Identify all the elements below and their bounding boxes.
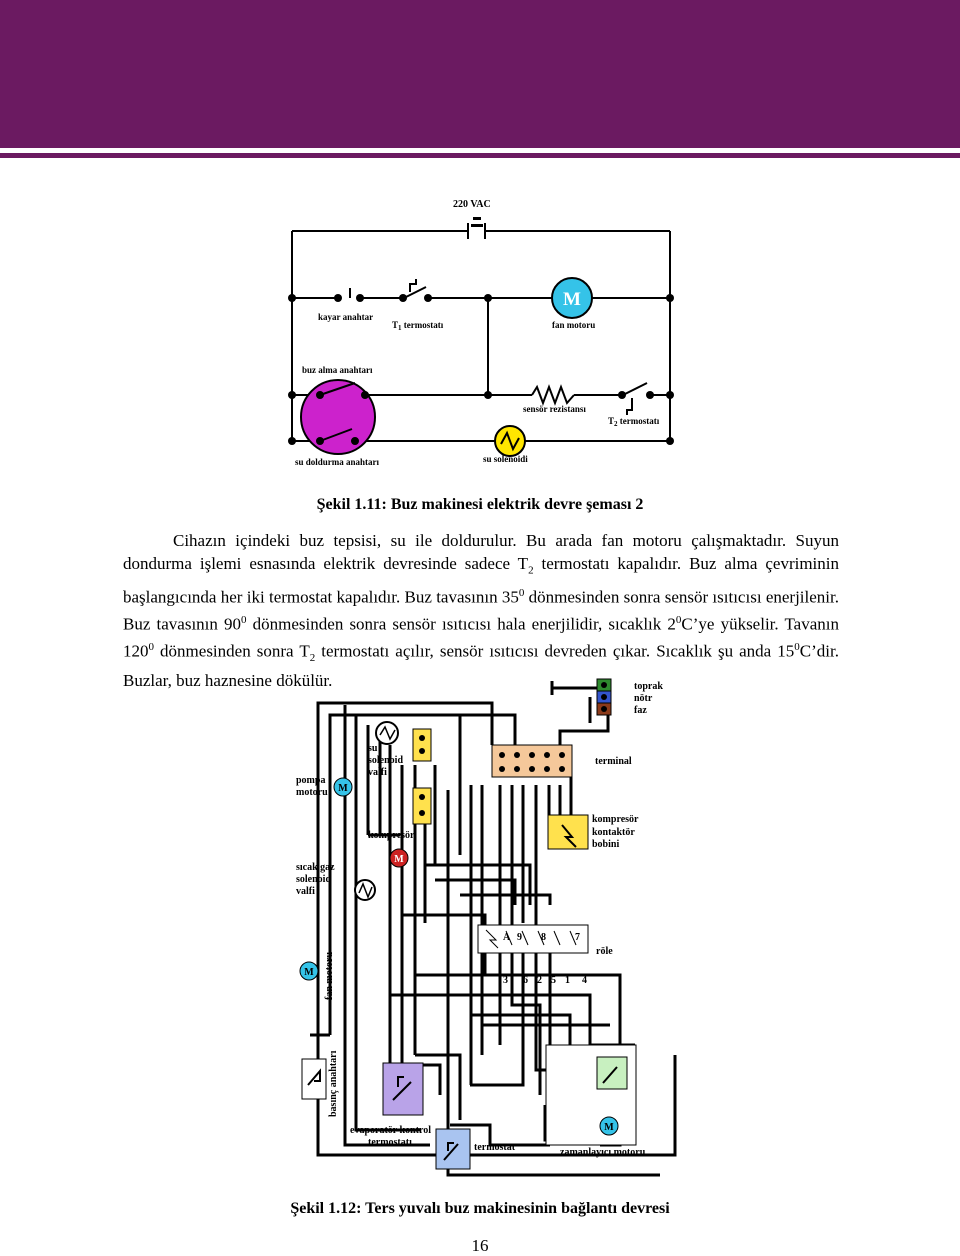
t1-label: T1 termostatı bbox=[392, 320, 444, 332]
sicak-label-1: sıcak gaz bbox=[296, 862, 335, 873]
su-solenoid-label-2: solenoid bbox=[368, 755, 403, 766]
fan-motoru-label: fan motoru bbox=[552, 320, 595, 330]
terminal-block-icon bbox=[491, 744, 573, 778]
ice-machine-circuit-diagram: M 220 VAC kayar anahtar T1 termostatı fa… bbox=[288, 199, 674, 467]
kompresor-label: kompresör bbox=[368, 830, 415, 841]
relay-pin-bottom-5: 5 bbox=[551, 975, 556, 986]
para-sup-3: 0 bbox=[675, 613, 682, 626]
para-text-7: dönmesinden sonra T bbox=[154, 641, 310, 661]
para-text-5: dönmesinden sonra sensör ısıtıcısı hala … bbox=[246, 614, 676, 634]
pump-motor-symbol: M bbox=[338, 783, 348, 794]
termostat-label: termostat bbox=[474, 1142, 516, 1153]
fan-motoru-label: fan motoru bbox=[324, 952, 335, 1000]
ice-wheel-icon bbox=[300, 379, 376, 455]
para-sup-1: 0 bbox=[518, 586, 525, 599]
pump-motor-icon bbox=[333, 777, 353, 797]
fan-motor-symbol: M bbox=[304, 967, 314, 978]
relay-pin-bottom-6: 6 bbox=[523, 975, 528, 986]
evap-label-1: evaporatör kontrol bbox=[350, 1125, 431, 1136]
sensor-rezistansi-label: sensör rezistansı bbox=[523, 404, 586, 414]
pompa-label-1: pompa bbox=[296, 775, 325, 786]
basinc-label: basınç anahtarı bbox=[328, 1050, 339, 1117]
buz-alma-label: buz alma anahtarı bbox=[302, 365, 373, 375]
relay-pin-bottom-3: 3 bbox=[503, 975, 508, 986]
para-text-2: Suyun dondurma işlemi esnasında elektrik… bbox=[123, 531, 840, 573]
notr-label: nötr bbox=[634, 693, 653, 704]
para-sub-2: 2 bbox=[309, 652, 316, 665]
supply-label: 220 VAC bbox=[453, 199, 491, 210]
relay-pin-bottom-4: 4 bbox=[582, 975, 587, 986]
su-solenoidi-label: su solenoidi bbox=[483, 454, 528, 464]
para-text-1: Cihazın içindeki buz tepsisi, su ile dol… bbox=[173, 531, 787, 550]
para-text-8: termostatı açılır, sensör ısıtıcısı devr… bbox=[315, 641, 795, 661]
kayar-anahtar-label: kayar anahtar bbox=[318, 312, 373, 322]
evap-label-2: termostatı bbox=[368, 1137, 412, 1148]
t2-label: T2 termostatı bbox=[608, 416, 660, 428]
timer-motor-symbol: M bbox=[604, 1122, 614, 1133]
pompa-label-2: motoru bbox=[296, 787, 328, 798]
fan-motor-symbol: M bbox=[563, 289, 581, 310]
para-text-4: dönmesinden sonra sensör ısıtıcısı enerj… bbox=[123, 587, 839, 634]
para-text-9: C’dir. Buzlar, buz haznesine dökülür. bbox=[123, 641, 839, 690]
relay-pin-bottom-1: 1 bbox=[565, 975, 570, 986]
role-label: röle bbox=[596, 946, 613, 957]
su-solenoid-label-1: su bbox=[368, 743, 378, 754]
relay-pin-bottom-2: 2 bbox=[537, 975, 542, 986]
timer-motor-icon bbox=[599, 1116, 619, 1136]
page-number: 16 bbox=[471, 1236, 489, 1255]
sicak-label-3: valfi bbox=[296, 886, 315, 897]
figure1-caption: Şekil 1.11: Buz makinesi elektrik devre … bbox=[316, 496, 644, 513]
kontaktor-label-2: kontaktör bbox=[592, 827, 635, 838]
kontaktor-label-3: bobini bbox=[592, 839, 619, 850]
fan-motor-icon bbox=[299, 961, 319, 981]
body-paragraph: Cihazın içindeki buz tepsisi, su ile dol… bbox=[123, 530, 839, 692]
relay-box bbox=[477, 924, 589, 954]
para-text-6: C’ye yükselir. Tavanın 120 bbox=[123, 614, 839, 661]
header-banner bbox=[0, 0, 960, 148]
compressor-motor-symbol: M bbox=[394, 854, 404, 865]
fan-motor-icon bbox=[551, 277, 593, 319]
para-sup-5: 0 bbox=[794, 641, 800, 654]
compressor-motor-icon bbox=[389, 848, 409, 868]
zamanlayici-label: zamanlayıcı motoru bbox=[560, 1147, 646, 1158]
header-rule-purple bbox=[0, 153, 960, 158]
ice-machine-wiring-diagram: M M M A 9 8 7 3 6 2 5 1 4 M toprak nötr … bbox=[296, 678, 677, 1177]
relay-pin-top-9: 9 bbox=[517, 932, 522, 943]
header-rule-white bbox=[0, 148, 960, 153]
su-doldurma-label: su doldurma anahtarı bbox=[295, 457, 380, 467]
para-sup-4: 0 bbox=[148, 641, 155, 654]
toprak-label: toprak bbox=[634, 681, 663, 692]
sicak-label-2: solenoid bbox=[296, 874, 331, 885]
faz-label: faz bbox=[634, 705, 647, 716]
para-sub-1: 2 bbox=[528, 563, 534, 576]
su-solenoid-label-3: valfi bbox=[368, 767, 387, 778]
kontaktor-label-1: kompresör bbox=[592, 814, 639, 825]
relay-pin-top-8: 8 bbox=[541, 932, 546, 943]
figure2-caption: Şekil 1.12: Ters yuvalı buz makinesinin … bbox=[290, 1200, 670, 1217]
para-text-3: termostatı kapalıdır. Buz alma çevrimini… bbox=[123, 553, 839, 607]
relay-pin-top-7: 7 bbox=[575, 932, 580, 943]
relay-pin-top-a: A bbox=[503, 932, 511, 943]
para-sup-2: 0 bbox=[241, 613, 247, 626]
terminal-label: terminal bbox=[595, 756, 632, 767]
